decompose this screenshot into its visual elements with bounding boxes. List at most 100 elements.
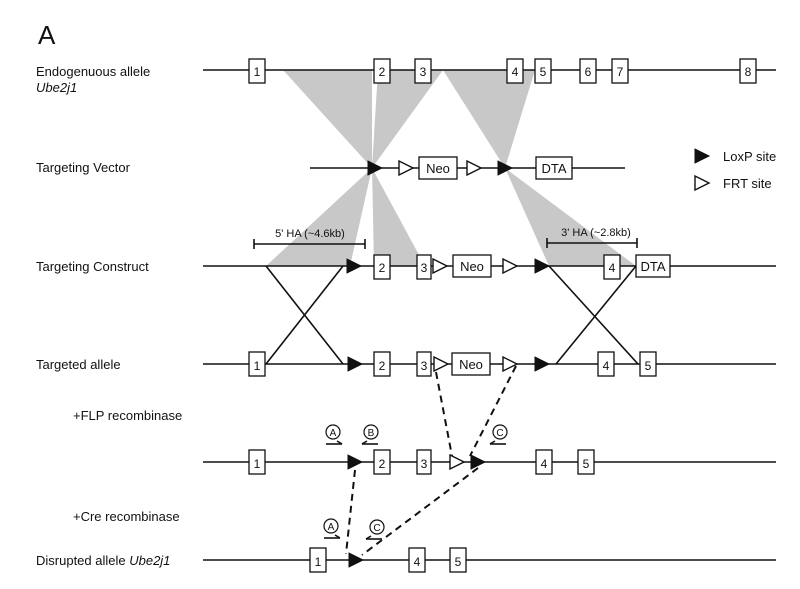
legend-loxp-icon [694,148,711,164]
loxp-site-icon [347,356,364,372]
exon-3: 3 [416,351,432,377]
disrupted-allele-row: A C Disrupted allele Ube2j1 1 4 5 [36,518,776,573]
cre-recombinase-label: +Cre recombinase [73,509,180,524]
frt-site-icon [466,159,483,177]
exon-8: 8 [739,58,757,84]
svg-text:7: 7 [617,65,624,79]
shade-vector-endogenous-mid [372,70,443,168]
flp-recombinase-label: +FLP recombinase [73,408,182,423]
targeted-allele-row: Targeted allele 1 2 3 Neo 4 5 [36,351,776,377]
exon-5: 5 [577,449,595,475]
exon-1: 1 [309,547,327,573]
crossover-lines [265,265,639,365]
svg-text:5: 5 [540,65,547,79]
svg-text:3: 3 [421,261,428,275]
svg-text:2: 2 [379,261,386,275]
legend-frt-label: FRT site [723,176,772,191]
svg-text:A: A [328,522,335,533]
flp-excision-dashes [435,365,517,457]
svg-text:Neo: Neo [459,357,483,372]
loxp-site-icon [348,552,365,568]
primer-c: C [365,519,385,540]
five-prime-ha-label: 5' HA (~4.6kb) [275,228,345,240]
svg-text:4: 4 [603,359,610,373]
primer-a: A [323,518,341,539]
targeted-allele-label: Targeted allele [36,357,121,372]
svg-text:DTA: DTA [640,259,665,274]
svg-text:6: 6 [585,65,592,79]
loxp-site-icon [534,258,551,274]
frt-site-icon [398,159,415,177]
exon-5: 5 [534,58,552,84]
targeting-vector-row: Targeting Vector Neo DTA [36,156,625,180]
legend-frt-icon [694,174,711,192]
svg-text:3: 3 [420,65,427,79]
exon-2: 2 [373,58,391,84]
flp-allele-row: +FLP recombinase A B C 1 2 [73,408,776,475]
svg-text:DTA: DTA [541,161,566,176]
five-prime-homology-arm: 5' HA (~4.6kb) [253,228,366,249]
loxp-site-icon [347,454,364,470]
svg-text:5: 5 [583,457,590,471]
exon-1: 1 [248,58,266,84]
primer-c: C [489,424,508,445]
neo-cassette: Neo [452,254,492,278]
exon-5: 5 [449,547,467,573]
exon-3: 3 [416,254,432,280]
svg-text:5: 5 [455,555,462,569]
exon-3: 3 [414,58,432,84]
legend-loxp-label: LoxP site [723,149,776,164]
frt-site-icon [502,257,519,275]
neo-cassette: Neo [418,156,458,180]
svg-text:C: C [373,523,380,534]
frt-site-icon [432,257,449,275]
cre-excision-dashes [345,467,479,556]
three-prime-homology-arm: 3' HA (~2.8kb) [546,227,638,248]
targeting-construct-row: Targeting Construct 2 3 Neo 4 DTA [36,254,776,280]
dta-cassette: DTA [535,156,573,180]
svg-text:A: A [330,428,337,439]
dta-cassette: DTA [635,254,671,278]
svg-text:2: 2 [379,359,386,373]
exon-1: 1 [248,449,266,475]
targeting-vector-label: Targeting Vector [36,160,131,175]
svg-text:Neo: Neo [426,161,450,176]
svg-text:2: 2 [379,457,386,471]
exon-4: 4 [535,449,553,475]
exon-2: 2 [373,254,391,280]
loxp-site-icon [497,160,514,176]
panel-letter: A [38,20,56,50]
exon-2: 2 [373,449,391,475]
exon-3: 3 [416,449,432,475]
svg-text:3: 3 [421,457,428,471]
exon-1: 1 [248,351,266,377]
svg-text:4: 4 [414,555,421,569]
legend: LoxP site FRT site [694,148,776,192]
exon-4: 4 [408,547,426,573]
frt-site-icon [433,355,450,373]
shade-vector-endogenous-right [443,70,535,168]
neo-cassette: Neo [451,352,491,376]
primer-a: A [325,424,343,445]
loxp-site-icon [367,160,384,176]
three-prime-ha-label: 3' HA (~2.8kb) [561,227,631,239]
svg-text:1: 1 [254,65,261,79]
svg-text:5: 5 [645,359,652,373]
svg-text:Neo: Neo [460,259,484,274]
exon-4: 4 [597,351,615,377]
svg-text:4: 4 [609,261,616,275]
exon-6: 6 [579,58,597,84]
svg-text:4: 4 [512,65,519,79]
targeting-construct-label: Targeting Construct [36,259,149,274]
exon-4: 4 [506,58,524,84]
endogenous-allele-label: Endogenuous allele [36,64,150,79]
disrupted-allele-label: Disrupted allele Ube2j1 [36,553,170,568]
svg-text:B: B [368,428,375,439]
endogenous-allele-row: Endogenuous allele Ube2j1 1 2 3 4 5 6 [36,58,776,95]
svg-text:2: 2 [379,65,386,79]
svg-text:3: 3 [421,359,428,373]
svg-text:1: 1 [254,457,261,471]
frt-site-icon [449,453,466,471]
shade-vector-construct-left [266,168,372,266]
